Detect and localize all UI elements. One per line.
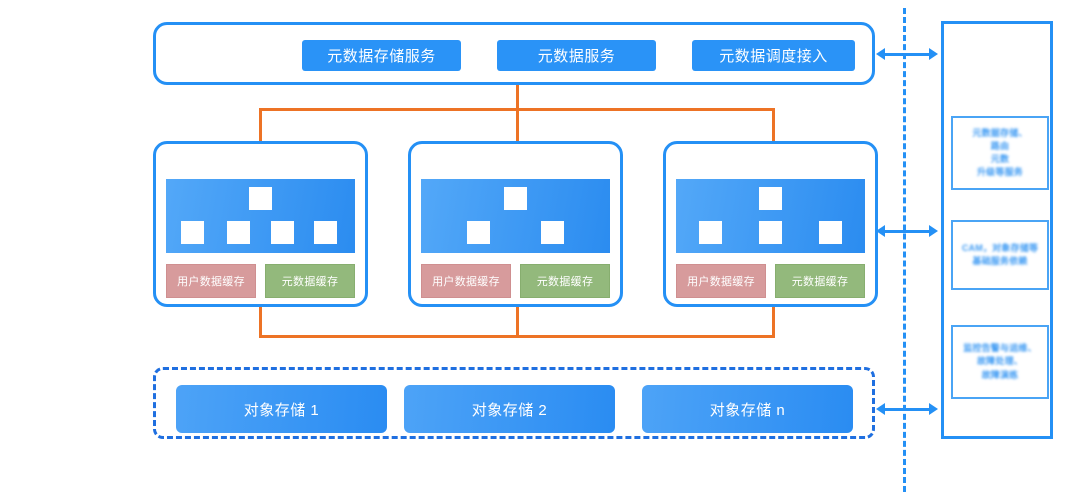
cache-metadata[interactable]: 元数据缓存 xyxy=(520,264,610,298)
service-button-metadata-service[interactable]: 元数据服务 xyxy=(497,40,656,71)
node-square xyxy=(271,221,294,244)
connector-bottom-riser-3 xyxy=(772,307,775,337)
dependencies-sidebar: 元数据存储、 路由 元数 升级等服务 CAM，对象存储等 基础服务依赖 监控告警… xyxy=(941,21,1053,439)
node-square xyxy=(819,221,842,244)
cache-metadata[interactable]: 元数据缓存 xyxy=(775,264,865,298)
vertical-dashed-divider xyxy=(903,8,906,492)
cache-metadata[interactable]: 元数据缓存 xyxy=(265,264,355,298)
sidebar-card-1-label: 元数据存储、 路由 元数 升级等服务 xyxy=(972,127,1028,178)
arrow-bottom xyxy=(876,402,938,416)
sidebar-card-2-label: CAM，对象存储等 基础服务依赖 xyxy=(961,242,1039,266)
cache-user-data[interactable]: 用户数据缓存 xyxy=(676,264,766,298)
cluster-2-cache-row: 用户数据缓存 元数据缓存 xyxy=(421,264,610,298)
node-square xyxy=(249,187,272,210)
arrow-head-right-icon xyxy=(929,225,938,237)
cache-user-data[interactable]: 用户数据缓存 xyxy=(166,264,256,298)
connector-bottom-riser-1 xyxy=(259,307,262,337)
node-square xyxy=(181,221,204,244)
node-cluster-3[interactable]: 用户数据缓存 元数据缓存 xyxy=(663,141,878,307)
arrow-head-left-icon xyxy=(876,403,885,415)
object-storage-group xyxy=(153,367,875,439)
node-cluster-2[interactable]: 用户数据缓存 元数据缓存 xyxy=(408,141,623,307)
cluster-1-cache-row: 用户数据缓存 元数据缓存 xyxy=(166,264,355,298)
cache-user-data[interactable]: 用户数据缓存 xyxy=(421,264,511,298)
arrow-top xyxy=(876,47,938,61)
sidebar-card-metadata-services[interactable]: 元数据存储、 路由 元数 升级等服务 xyxy=(951,116,1049,190)
arrow-shaft xyxy=(883,53,931,56)
object-storage-2[interactable]: 对象存储 2 xyxy=(404,385,615,433)
service-button-metadata-storage[interactable]: 元数据存储服务 xyxy=(302,40,461,71)
metadata-service-container xyxy=(153,22,875,85)
node-square xyxy=(699,221,722,244)
cluster-3-cache-row: 用户数据缓存 元数据缓存 xyxy=(676,264,865,298)
arrow-head-left-icon xyxy=(876,48,885,60)
arrow-middle xyxy=(876,224,938,238)
connector-bottom-bus xyxy=(259,335,775,338)
sidebar-card-base-dependencies[interactable]: CAM，对象存储等 基础服务依赖 xyxy=(951,220,1049,290)
node-square xyxy=(759,221,782,244)
connector-top-drop-2 xyxy=(516,108,519,141)
cluster-1-node-grid xyxy=(166,179,355,253)
node-square xyxy=(467,221,490,244)
node-square xyxy=(504,187,527,210)
cluster-2-node-grid xyxy=(421,179,610,253)
sidebar-card-3-label: 监控告警与运维、 故障处理、 故障演练 xyxy=(963,343,1037,380)
arrow-head-right-icon xyxy=(929,48,938,60)
service-button-metadata-scheduler[interactable]: 元数据调度接入 xyxy=(692,40,855,71)
arrow-shaft xyxy=(883,408,931,411)
connector-top-drop-1 xyxy=(259,108,262,141)
connector-top-stem xyxy=(516,85,519,110)
node-square xyxy=(227,221,250,244)
sidebar-card-monitoring-ops[interactable]: 监控告警与运维、 故障处理、 故障演练 xyxy=(951,325,1049,399)
arrow-head-left-icon xyxy=(876,225,885,237)
connector-top-drop-3 xyxy=(772,108,775,141)
arrow-shaft xyxy=(883,230,931,233)
node-square xyxy=(759,187,782,210)
connector-bottom-riser-2 xyxy=(516,307,519,337)
node-cluster-1[interactable]: 用户数据缓存 元数据缓存 xyxy=(153,141,368,307)
arrow-head-right-icon xyxy=(929,403,938,415)
node-square xyxy=(314,221,337,244)
cluster-3-node-grid xyxy=(676,179,865,253)
node-square xyxy=(541,221,564,244)
object-storage-1[interactable]: 对象存储 1 xyxy=(176,385,387,433)
object-storage-n[interactable]: 对象存储 n xyxy=(642,385,853,433)
